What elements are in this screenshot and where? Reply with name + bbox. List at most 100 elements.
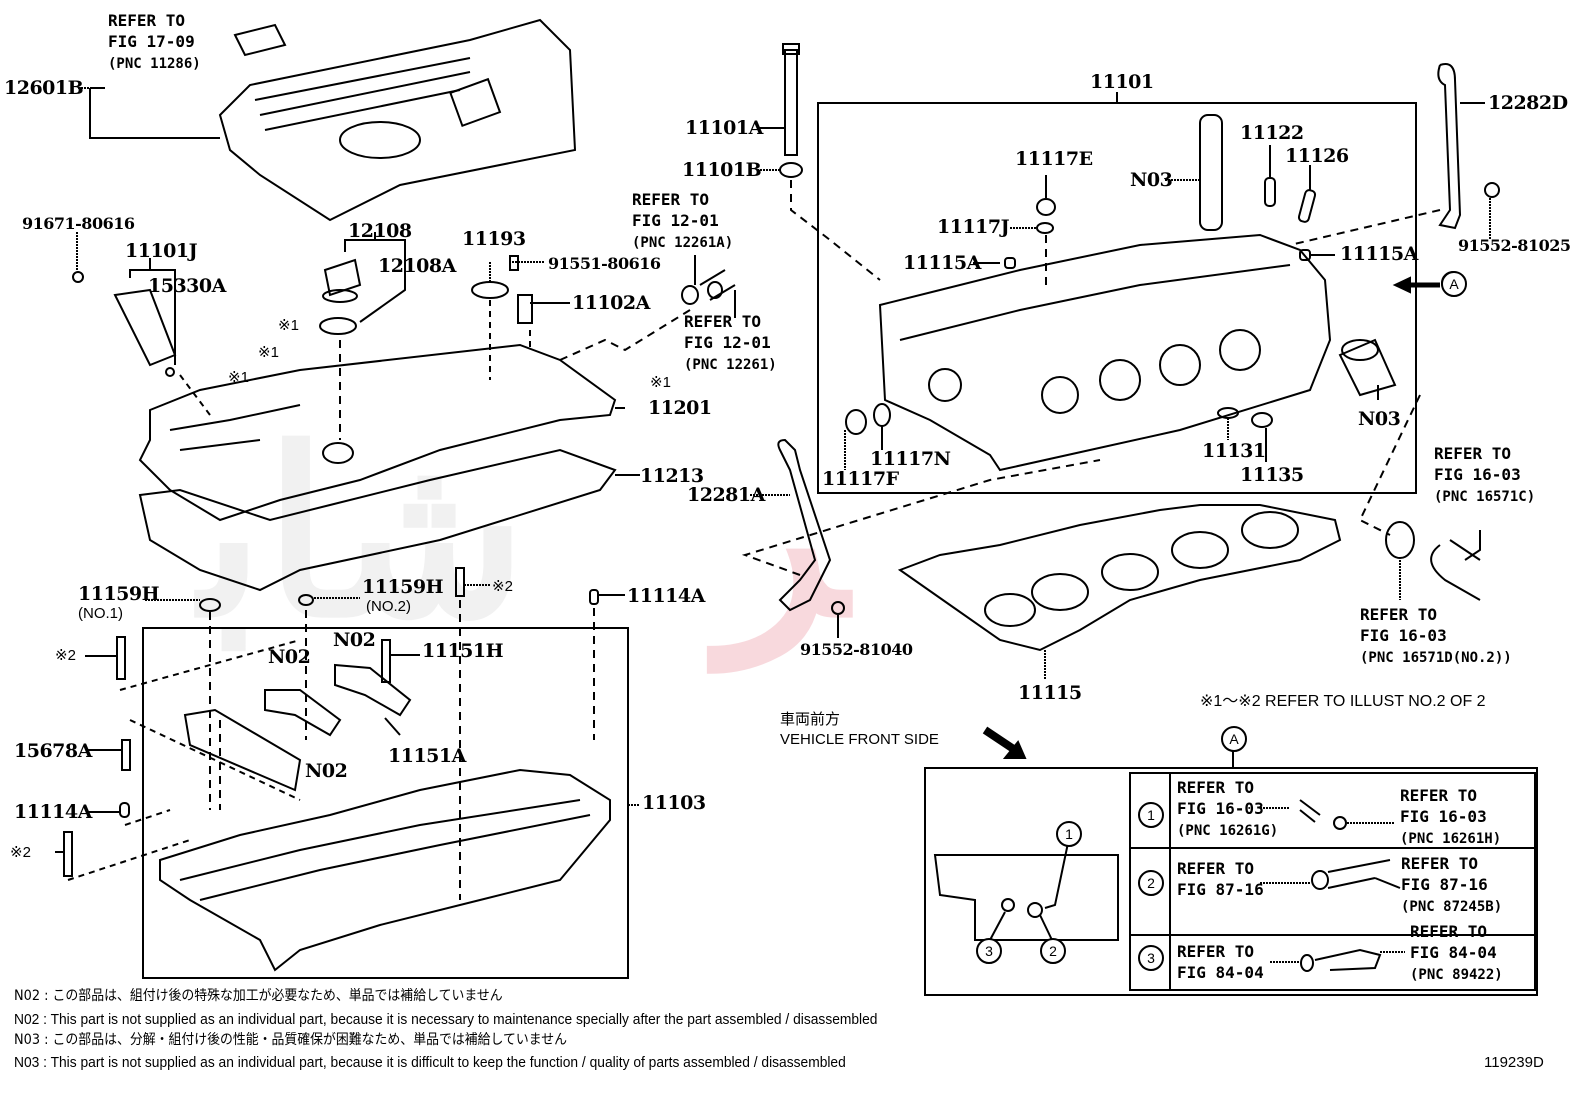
refer-fig-12-01-b[interactable]: REFER TO FIG 12-01 (PNC 12261) bbox=[684, 311, 777, 376]
part-label-11117N[interactable]: 11117N bbox=[870, 448, 951, 470]
cylinder-head bbox=[878, 233, 1332, 472]
part-label-11117F[interactable]: 11117F bbox=[822, 468, 899, 490]
ref-pnc: (PNC 12261A) bbox=[632, 235, 734, 251]
ref-pnc: (PNC 12261) bbox=[684, 357, 777, 373]
illust-note: ※1～※2 REFER TO ILLUST NO.2 OF 2 bbox=[1200, 693, 1486, 710]
part-label-12108[interactable]: 12108 bbox=[348, 220, 412, 242]
ref-line: FIG 87-16 bbox=[1177, 880, 1264, 899]
detail-row-3-left[interactable]: REFER TO FIG 84-04 bbox=[1177, 941, 1264, 983]
part-label-11135[interactable]: 11135 bbox=[1240, 464, 1304, 486]
part-label-91551-80616[interactable]: 91551-80616 bbox=[548, 254, 661, 273]
part-label-11126[interactable]: 11126 bbox=[1285, 145, 1349, 167]
part-label-15678A[interactable]: 15678A bbox=[14, 740, 92, 762]
part-label-11201[interactable]: 11201 bbox=[648, 397, 712, 419]
mark-1-c: ※1 bbox=[228, 369, 249, 386]
detail-callout-2: 2 bbox=[1040, 938, 1066, 964]
part-label-11117E[interactable]: 11117E bbox=[1015, 148, 1093, 170]
ref-line: FIG 16-03 bbox=[1434, 465, 1521, 484]
part-label-11115[interactable]: 11115 bbox=[1018, 682, 1082, 704]
part-label-91552-81040[interactable]: 91552-81040 bbox=[800, 640, 913, 659]
part-label-N03-pipe[interactable]: N03 bbox=[1130, 169, 1173, 191]
part-label-12601B[interactable]: 12601B bbox=[4, 77, 84, 99]
ref-line: FIG 12-01 bbox=[632, 211, 719, 230]
view-marker-a-icon: A bbox=[1441, 271, 1467, 297]
refer-fig-16-03-d[interactable]: REFER TO FIG 16-03 (PNC 16571D(NO.2)) bbox=[1360, 604, 1512, 669]
part-label-11159H-no1[interactable]: 11159H bbox=[78, 583, 160, 605]
refer-fig-17-09[interactable]: REFER TO FIG 17-09 (PNC 11286) bbox=[108, 10, 201, 75]
ref-line: REFER TO bbox=[1434, 444, 1512, 463]
mark-2-bolt-b: ※2 bbox=[10, 844, 31, 861]
ref-pnc: (PNC 11286) bbox=[108, 56, 201, 72]
ref-line: REFER TO bbox=[1360, 605, 1438, 624]
part-label-11101B[interactable]: 11101B bbox=[682, 159, 762, 181]
ref-line: FIG 16-03 bbox=[1360, 626, 1447, 645]
part-label-11115A-right[interactable]: 11115A bbox=[1340, 243, 1418, 265]
ref-pnc: (PNC 16571D(NO.2)) bbox=[1360, 650, 1512, 666]
ref-pnc: (PNC 16261H) bbox=[1400, 831, 1502, 847]
refer-fig-12-01-a[interactable]: REFER TO FIG 12-01 (PNC 12261A) bbox=[632, 189, 733, 254]
detail-row-1-left[interactable]: REFER TO FIG 16-03 (PNC 16261G) bbox=[1177, 777, 1278, 842]
detail-row-num-2: 2 bbox=[1138, 870, 1164, 896]
mark-1-b: ※1 bbox=[258, 344, 279, 361]
part-label-11114A-top[interactable]: 11114A bbox=[627, 585, 705, 607]
detail-callout-3: 3 bbox=[976, 938, 1002, 964]
ref-line: REFER TO bbox=[684, 312, 762, 331]
refer-fig-16-03-c[interactable]: REFER TO FIG 16-03 (PNC 16571C) bbox=[1434, 443, 1535, 508]
ref-line: REFER TO bbox=[1177, 859, 1255, 878]
camshaft-housing-box bbox=[142, 627, 629, 979]
part-label-11151H[interactable]: 11151H bbox=[422, 640, 504, 662]
part-label-11193[interactable]: 11193 bbox=[462, 228, 526, 250]
oil-filler-cap bbox=[319, 258, 362, 335]
ref-line: FIG 17-09 bbox=[108, 32, 195, 51]
part-label-12108A[interactable]: 12108A bbox=[378, 255, 456, 277]
ref-line: REFER TO bbox=[1401, 854, 1479, 873]
part-label-N03-sleeve[interactable]: N03 bbox=[1358, 408, 1401, 430]
detail-row-num-1: 1 bbox=[1138, 802, 1164, 828]
detail-row-2-left[interactable]: REFER TO FIG 87-16 bbox=[1177, 858, 1264, 900]
view-marker-a-detail-icon: A bbox=[1221, 726, 1247, 752]
part-label-N02-a[interactable]: N02 bbox=[268, 646, 311, 668]
note-n02-en: N02 : This part is not supplied as an in… bbox=[14, 1011, 878, 1028]
part-label-11102A[interactable]: 11102A bbox=[572, 292, 650, 314]
part-label-11103[interactable]: 11103 bbox=[642, 792, 706, 814]
part-label-N02-c[interactable]: N02 bbox=[305, 760, 348, 782]
ref-line: REFER TO bbox=[108, 11, 186, 30]
part-label-91671-80616[interactable]: 91671-80616 bbox=[22, 214, 135, 233]
mark-1-a: ※1 bbox=[278, 317, 299, 334]
ref-line: REFER TO bbox=[1177, 778, 1255, 797]
note-n03-en: N03 : This part is not supplied as an in… bbox=[14, 1054, 846, 1071]
part-label-15330A[interactable]: 15330A bbox=[148, 275, 226, 297]
vehicle-front-jp: 車両前方 bbox=[780, 710, 841, 728]
detail-row-2-right[interactable]: REFER TO FIG 87-16 (PNC 87245B) bbox=[1401, 853, 1502, 918]
part-sub-no1: (NO.1) bbox=[78, 605, 123, 622]
ref-line: FIG 84-04 bbox=[1177, 963, 1264, 982]
figure-id: 119239D bbox=[1484, 1054, 1544, 1071]
mark-1-d: ※1 bbox=[650, 374, 671, 391]
mark-2-top: ※2 bbox=[492, 578, 513, 595]
part-label-11114A-left[interactable]: 11114A bbox=[14, 801, 92, 823]
part-label-N02-b[interactable]: N02 bbox=[333, 629, 376, 651]
ref-line: FIG 12-01 bbox=[684, 333, 771, 352]
part-sub-no2: (NO.2) bbox=[366, 598, 411, 615]
note-n03-jp: N03 : この部品は、分解・組付け後の性能・品質確保が困難なため、単品では補給… bbox=[14, 1032, 567, 1048]
engine-cover-12601B bbox=[218, 18, 577, 222]
part-label-11117J[interactable]: 11117J bbox=[937, 216, 1010, 238]
part-label-11101A[interactable]: 11101A bbox=[685, 117, 763, 139]
part-label-11101J[interactable]: 11101J bbox=[125, 240, 198, 262]
vehicle-front-en: VEHICLE FRONT SIDE bbox=[780, 731, 939, 748]
part-label-11115A-left[interactable]: 11115A bbox=[903, 252, 981, 274]
cylinder-head-cover bbox=[138, 343, 617, 522]
ref-line: FIG 16-03 bbox=[1177, 799, 1264, 818]
detail-row-1-right[interactable]: REFER TO FIG 16-03 (PNC 16261H) bbox=[1400, 785, 1501, 850]
part-label-12282D[interactable]: 12282D bbox=[1488, 92, 1568, 114]
detail-row-3-right[interactable]: REFER TO FIG 84-04 (PNC 89422) bbox=[1410, 921, 1503, 986]
part-label-11213[interactable]: 11213 bbox=[640, 465, 704, 487]
part-label-11151A[interactable]: 11151A bbox=[388, 745, 466, 767]
part-label-11122[interactable]: 11122 bbox=[1240, 122, 1304, 144]
part-label-11131[interactable]: 11131 bbox=[1202, 440, 1266, 462]
part-label-11159H-no2[interactable]: 11159H bbox=[362, 576, 444, 598]
detail-box bbox=[924, 767, 1538, 996]
part-label-11101[interactable]: 11101 bbox=[1090, 71, 1154, 93]
part-label-12281A[interactable]: 12281A bbox=[687, 484, 765, 506]
part-label-91552-81025[interactable]: 91552-81025 bbox=[1458, 236, 1571, 255]
